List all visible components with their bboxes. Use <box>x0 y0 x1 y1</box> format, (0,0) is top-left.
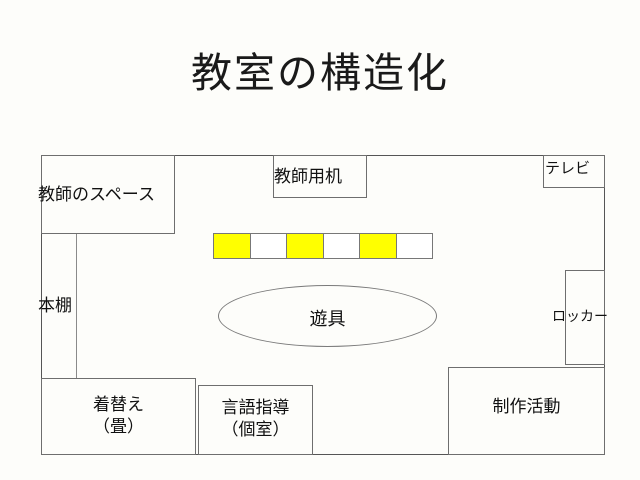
desk-cell <box>286 233 324 259</box>
zone-changing-area-label-line1: 着替え <box>93 395 144 415</box>
zone-craft-activity-box <box>448 367 605 455</box>
desk-cell <box>213 233 251 259</box>
zone-television-label: テレビ <box>545 159 591 177</box>
zone-craft-activity-label: 制作活動 <box>492 397 561 417</box>
desk-row-strip <box>213 233 433 259</box>
desk-cell <box>359 233 397 259</box>
zone-changing-area-box <box>41 378 196 455</box>
zone-playground-equipment-label: 遊具 <box>309 309 346 330</box>
zone-locker-label: ロッカー <box>552 309 608 325</box>
bookshelf-corridor-divider <box>76 234 77 378</box>
zone-language-instruction-box <box>198 385 313 455</box>
desk-cell <box>395 233 433 259</box>
desk-cell <box>249 233 287 259</box>
zone-teacher-space-label: 教師のスペース <box>38 185 155 205</box>
zone-locker-box <box>565 270 605 365</box>
desk-cell <box>322 233 360 259</box>
zone-teacher-desk-box <box>273 155 367 198</box>
zone-bookshelf-label: 本棚 <box>38 296 72 316</box>
zone-teacher-space-box <box>41 155 175 234</box>
zone-language-instruction-label-line2: （個室） <box>221 420 290 440</box>
zone-teacher-desk-label: 教師用机 <box>274 167 342 187</box>
zone-language-instruction-label-line1: 言語指導 <box>221 398 290 418</box>
zone-playground-equipment-ellipse <box>218 285 437 347</box>
zone-television-box <box>543 155 605 188</box>
zone-changing-area-label-line2: （畳） <box>93 417 144 437</box>
page-title: 教室の構造化 <box>191 49 449 97</box>
